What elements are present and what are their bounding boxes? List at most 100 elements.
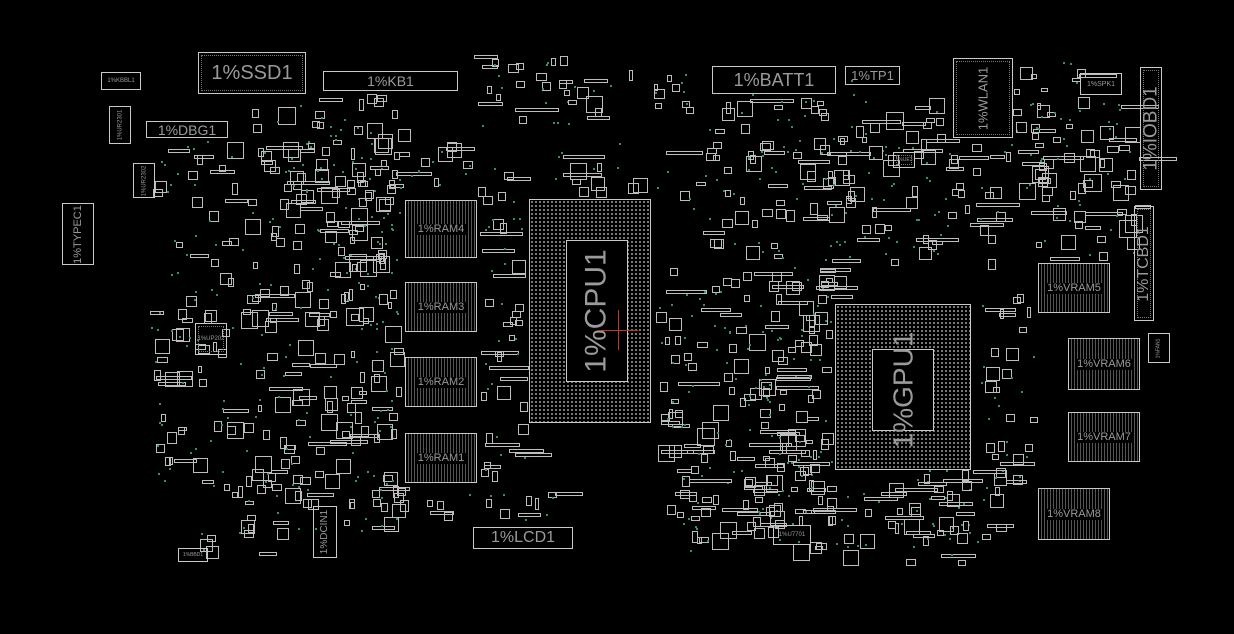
passive-component[interactable] bbox=[1036, 242, 1042, 248]
passive-component[interactable] bbox=[776, 200, 785, 206]
passive-component[interactable] bbox=[227, 426, 236, 435]
ic-component[interactable] bbox=[801, 98, 812, 109]
passive-component[interactable] bbox=[1070, 191, 1076, 200]
test-point[interactable] bbox=[1006, 441, 1008, 443]
ic-component[interactable] bbox=[1113, 185, 1129, 201]
passive-component[interactable] bbox=[381, 503, 388, 512]
ic-component[interactable] bbox=[220, 273, 232, 285]
ic-component[interactable] bbox=[1013, 454, 1024, 465]
passive-component[interactable] bbox=[843, 170, 849, 180]
test-point[interactable] bbox=[306, 191, 308, 193]
passive-component[interactable] bbox=[478, 187, 486, 197]
test-point[interactable] bbox=[291, 463, 293, 465]
passive-component[interactable] bbox=[870, 123, 880, 133]
passive-component[interactable] bbox=[991, 348, 999, 357]
test-point[interactable] bbox=[944, 534, 946, 536]
ic-component[interactable] bbox=[359, 307, 374, 322]
test-point[interactable] bbox=[1089, 178, 1091, 180]
ic-component[interactable] bbox=[367, 94, 377, 104]
passive-component[interactable] bbox=[597, 163, 602, 172]
passive-component[interactable] bbox=[1119, 145, 1130, 151]
passive-component[interactable] bbox=[780, 390, 787, 395]
connector-pad[interactable] bbox=[489, 366, 529, 370]
connector-pad[interactable] bbox=[482, 249, 515, 253]
passive-component[interactable] bbox=[724, 167, 732, 174]
connector-pad[interactable] bbox=[692, 506, 716, 510]
passive-component[interactable] bbox=[821, 281, 829, 288]
passive-component[interactable] bbox=[760, 409, 771, 418]
passive-component[interactable] bbox=[713, 495, 719, 505]
test-point[interactable] bbox=[748, 169, 750, 171]
test-point[interactable] bbox=[801, 475, 803, 477]
ic-component[interactable] bbox=[278, 107, 296, 125]
ic-component[interactable] bbox=[346, 308, 364, 326]
test-point[interactable] bbox=[169, 468, 171, 470]
passive-component[interactable] bbox=[392, 110, 398, 119]
passive-component[interactable] bbox=[958, 190, 965, 198]
ic-component[interactable] bbox=[1053, 208, 1066, 221]
passive-component[interactable] bbox=[691, 466, 699, 474]
passive-component[interactable] bbox=[729, 344, 737, 353]
passive-component[interactable] bbox=[906, 559, 916, 566]
passive-component[interactable] bbox=[551, 58, 556, 66]
connector-pad[interactable] bbox=[941, 554, 976, 558]
test-point[interactable] bbox=[929, 470, 931, 472]
test-point[interactable] bbox=[749, 429, 751, 431]
passive-component[interactable] bbox=[295, 491, 302, 501]
test-point[interactable] bbox=[240, 363, 242, 365]
test-point[interactable] bbox=[945, 497, 947, 499]
test-point[interactable] bbox=[333, 164, 335, 166]
passive-component[interactable] bbox=[1027, 307, 1031, 318]
test-point[interactable] bbox=[248, 500, 250, 502]
test-point[interactable] bbox=[878, 501, 880, 503]
test-point[interactable] bbox=[749, 395, 751, 397]
test-point[interactable] bbox=[283, 375, 285, 377]
passive-component[interactable] bbox=[199, 379, 207, 387]
test-point[interactable] bbox=[242, 249, 244, 251]
test-point[interactable] bbox=[504, 263, 506, 265]
passive-component[interactable] bbox=[526, 496, 532, 506]
test-point[interactable] bbox=[593, 90, 595, 92]
passive-component[interactable] bbox=[671, 399, 679, 404]
test-point[interactable] bbox=[688, 391, 690, 393]
passive-component[interactable] bbox=[992, 454, 999, 460]
passive-component[interactable] bbox=[515, 304, 524, 312]
connector-pad[interactable] bbox=[158, 382, 186, 386]
ic-component[interactable] bbox=[319, 299, 329, 309]
test-point[interactable] bbox=[741, 470, 743, 472]
connector-pad[interactable] bbox=[956, 512, 975, 516]
passive-component[interactable] bbox=[394, 348, 404, 355]
test-point[interactable] bbox=[485, 469, 487, 471]
connector-pad[interactable] bbox=[1109, 138, 1137, 142]
test-point[interactable] bbox=[277, 512, 279, 514]
test-point[interactable] bbox=[825, 178, 827, 180]
passive-component[interactable] bbox=[697, 537, 702, 544]
passive-component[interactable] bbox=[702, 497, 712, 503]
test-point[interactable] bbox=[933, 250, 935, 252]
connector-pad[interactable] bbox=[372, 526, 395, 530]
ic-component[interactable] bbox=[957, 533, 968, 544]
passive-component[interactable] bbox=[492, 471, 498, 482]
passive-component[interactable] bbox=[912, 186, 918, 197]
passive-component[interactable] bbox=[803, 465, 812, 475]
test-point[interactable] bbox=[695, 526, 697, 528]
passive-component[interactable] bbox=[492, 59, 499, 67]
test-point[interactable] bbox=[327, 289, 329, 291]
test-point[interactable] bbox=[912, 147, 914, 149]
test-point[interactable] bbox=[1011, 377, 1013, 379]
test-point[interactable] bbox=[692, 385, 694, 387]
test-point[interactable] bbox=[187, 146, 189, 148]
test-point[interactable] bbox=[177, 272, 179, 274]
passive-component[interactable] bbox=[722, 219, 733, 228]
test-point[interactable] bbox=[760, 305, 762, 307]
passive-component[interactable] bbox=[285, 445, 296, 450]
test-point[interactable] bbox=[553, 122, 555, 124]
passive-component[interactable] bbox=[260, 289, 270, 297]
passive-component[interactable] bbox=[865, 509, 872, 517]
passive-component[interactable] bbox=[1042, 195, 1050, 202]
passive-component[interactable] bbox=[980, 225, 989, 236]
test-point[interactable] bbox=[839, 244, 841, 246]
test-point[interactable] bbox=[1032, 103, 1034, 105]
connector-pad[interactable] bbox=[555, 492, 583, 496]
test-point[interactable] bbox=[391, 400, 393, 402]
